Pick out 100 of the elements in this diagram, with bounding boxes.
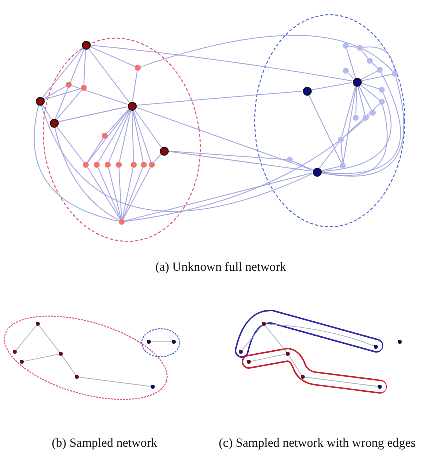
figure-caption: (a) Unknown full network [154,260,288,275]
network-node [378,98,386,106]
network-node [116,162,122,168]
network-edge [266,324,375,347]
network-edge [360,74,392,82]
network-edge [154,154,162,164]
network-edge [310,82,354,91]
network-edge [360,84,380,100]
network-edge [122,168,134,220]
network-edge [132,110,152,162]
network-node [66,82,72,88]
network-node [286,156,294,164]
network-edge [288,355,302,376]
network-edge [372,62,378,68]
network-edge [342,114,372,138]
network-edge [42,104,52,120]
network-edge [250,354,286,362]
network-edge [140,35,394,72]
network-edge [360,82,380,90]
network-edge [168,150,288,160]
network-edge [132,70,138,102]
network-edge [24,354,60,362]
network-node [128,102,136,110]
network-node [134,64,142,72]
network-edge [43,86,67,100]
network-node [312,168,322,176]
network-edge [34,104,120,222]
network-node [148,162,156,168]
network-node [147,340,151,344]
network-node [172,340,176,344]
network-edge [343,86,357,164]
network-node [36,322,40,326]
network-node [130,162,138,168]
network-edge [319,142,340,169]
network-node [262,322,266,326]
network-node [102,132,108,140]
network-edge [54,126,120,221]
network-edge [132,110,134,162]
network-node [342,68,350,74]
network-node [352,78,362,86]
network-edge [308,94,342,164]
network-edge [55,48,85,120]
network-node [378,86,386,94]
network-edge [44,88,82,100]
network-node [140,162,148,168]
network-edge [62,355,76,376]
network-edge [108,110,131,162]
network-edge [264,325,288,353]
network-edge [136,90,303,106]
network-edge [78,376,152,388]
network-edge [72,86,128,106]
network-node [239,350,243,354]
network-edge [16,325,38,351]
network-edge [342,104,380,138]
network-edge [358,86,366,116]
network-edge [124,141,339,222]
network-edge [87,167,121,220]
network-edge [108,168,122,220]
network-node [342,42,350,50]
network-edge [122,168,144,220]
network-edge [134,109,162,148]
network-node [75,375,79,379]
network-edge [321,92,392,172]
network-node [376,66,384,74]
network-edge [348,46,358,48]
network-node [94,162,100,168]
network-edge [98,167,122,220]
network-edge [38,325,60,353]
network-edge [362,50,368,59]
network-edge [88,48,130,103]
network-edge [56,126,85,163]
network-edge [292,160,314,171]
network-edge [358,86,372,111]
network-edge [320,166,340,172]
network-node [20,360,24,364]
network-node [352,114,360,122]
network-edge [90,44,354,82]
network-edge [87,138,104,163]
network-edge [98,109,130,163]
network-edge [40,104,314,212]
network-node [302,86,312,96]
network-edge [124,172,314,222]
network-node [286,352,290,356]
network-node [378,385,382,389]
network-edge [90,46,136,68]
network-edge [340,142,344,164]
network-edge [88,109,130,163]
network-edge [58,106,128,122]
network-edge [106,108,130,134]
network-node [338,136,344,144]
network-node [374,345,378,349]
network-edge [360,71,378,80]
network-node [366,58,374,64]
figure-caption: (c) Sampled network with wrong edges [219,436,417,451]
network-edge [341,86,356,138]
network-edge [118,168,122,220]
network-node [247,360,251,364]
network-edge [119,110,132,162]
network-node [13,350,17,354]
network-node [356,44,364,52]
